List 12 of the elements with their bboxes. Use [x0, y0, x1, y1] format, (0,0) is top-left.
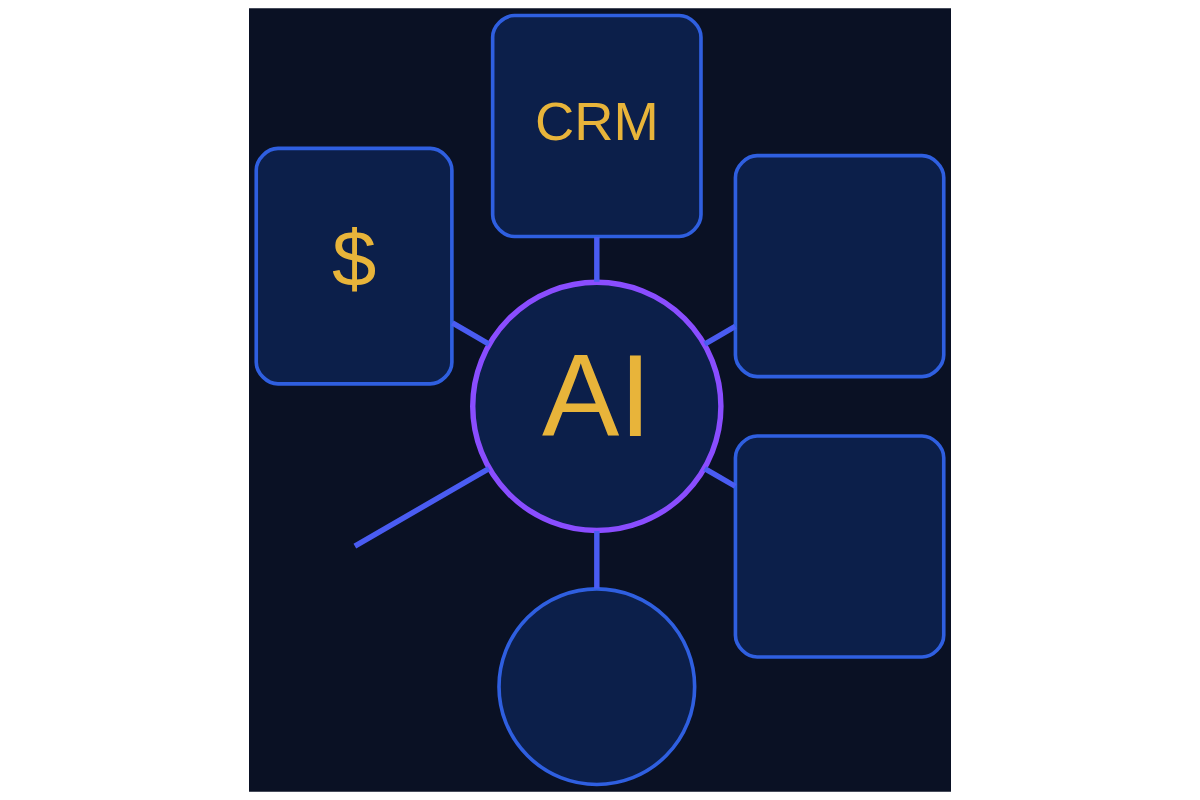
node-box: CRM — [490, 13, 703, 239]
connector — [703, 324, 737, 347]
connector — [703, 466, 737, 489]
connector — [594, 237, 600, 282]
connector — [451, 320, 491, 347]
connector — [594, 530, 600, 589]
node-box — [733, 434, 946, 659]
node-box — [733, 153, 946, 379]
node-circle: AI — [470, 279, 724, 534]
connector — [353, 466, 491, 549]
node-circle — [497, 587, 697, 787]
node-box: $ — [254, 146, 454, 386]
